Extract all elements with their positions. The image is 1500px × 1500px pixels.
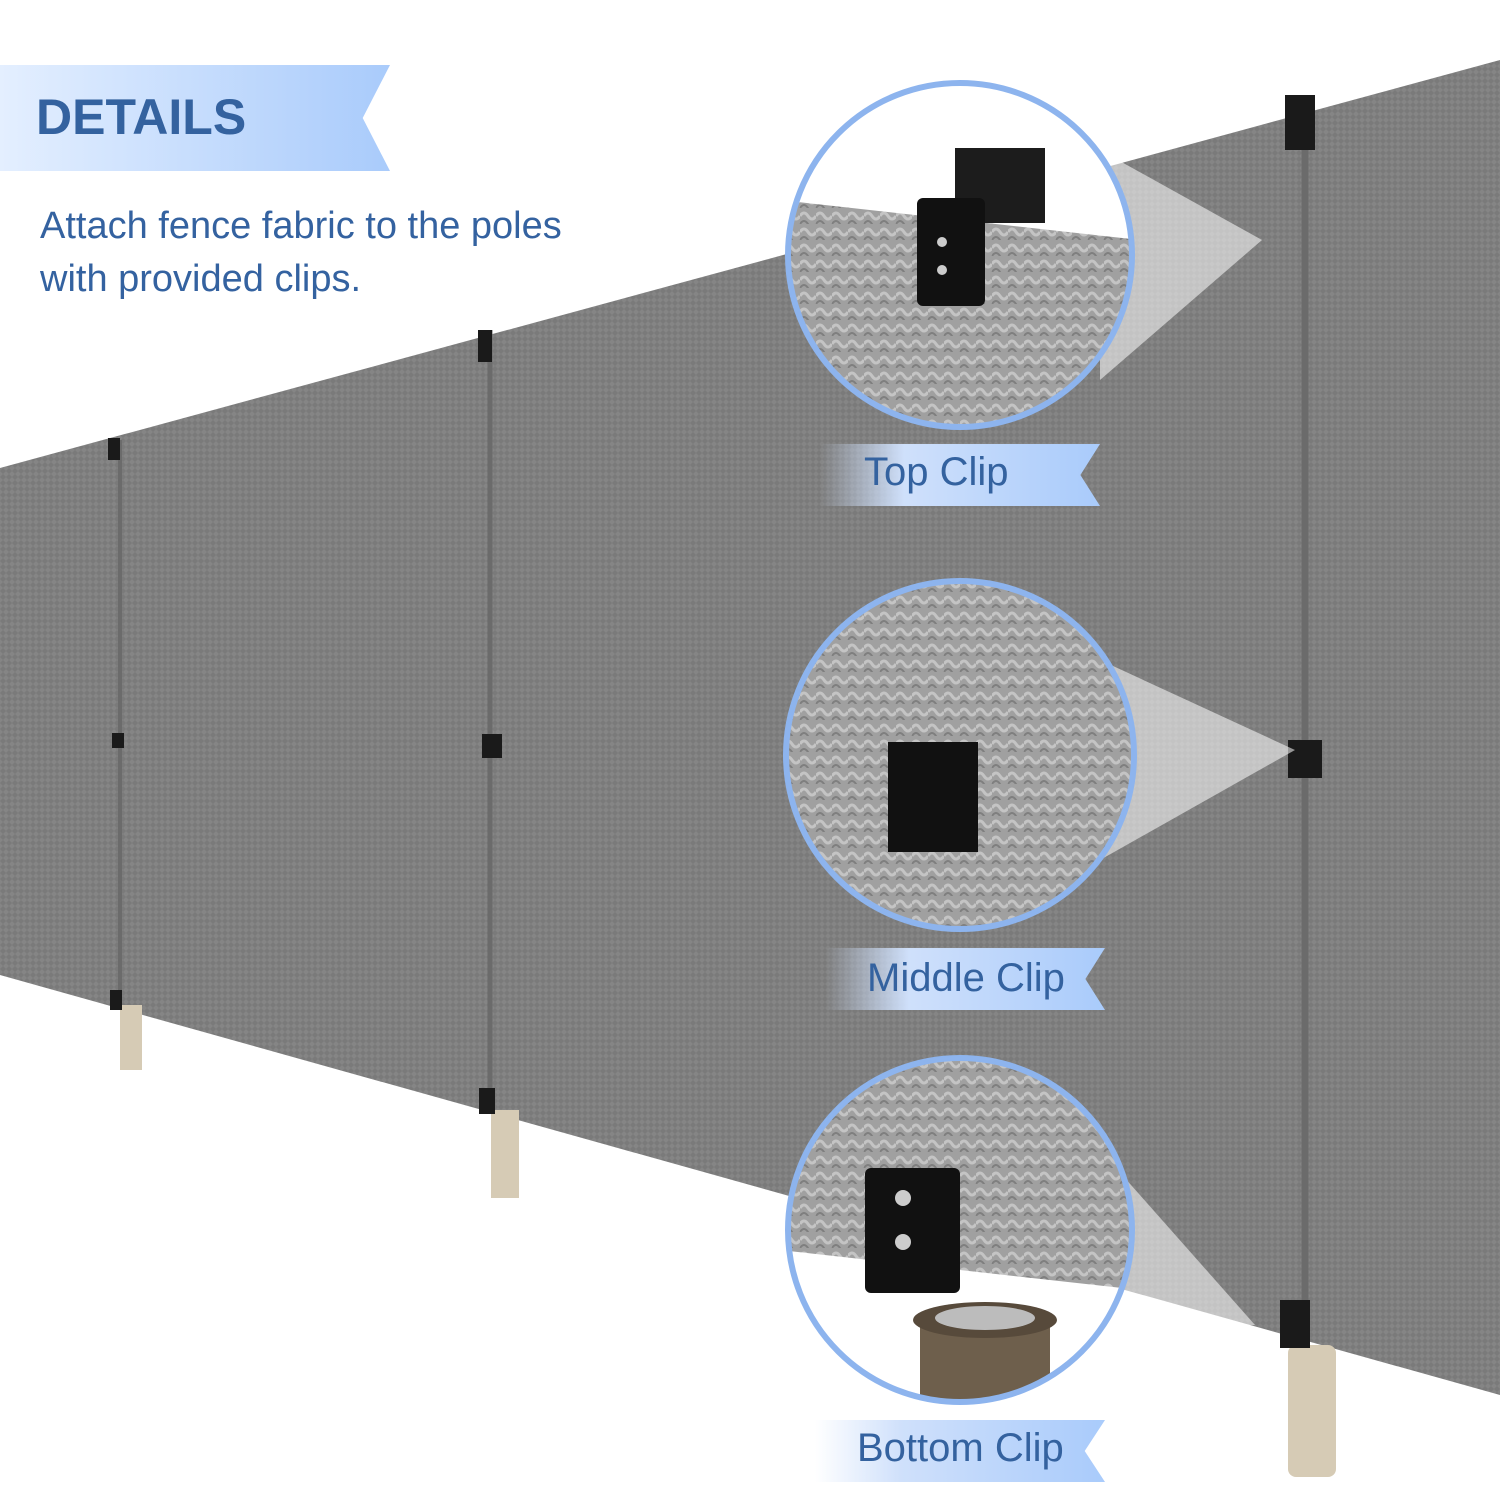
details-banner	[0, 65, 390, 171]
description-line-2: with provided clips.	[40, 258, 362, 300]
bottom-clip-zoom	[790, 1060, 1130, 1400]
middle-clip-label: Middle Clip	[867, 956, 1065, 1000]
description-line-1: Attach fence fabric to the poles	[40, 205, 562, 247]
page-title: DETAILS	[36, 89, 247, 145]
top-clip-ribbon	[820, 444, 1100, 506]
top-clip-label: Top Clip	[864, 450, 1009, 494]
bottom-clip-label: Bottom Clip	[857, 1426, 1064, 1470]
bottom-clip-ribbon	[815, 1420, 1105, 1482]
fence-clips	[108, 95, 1322, 1348]
fence-posts	[118, 100, 1336, 1477]
middle-clip-ribbon	[825, 948, 1105, 1010]
fence-fabric	[0, 60, 1500, 1395]
description: Attach fence fabric to the poles with pr…	[40, 200, 562, 306]
top-clip-zoom	[790, 85, 1130, 425]
middle-clip-zoom	[788, 583, 1132, 927]
